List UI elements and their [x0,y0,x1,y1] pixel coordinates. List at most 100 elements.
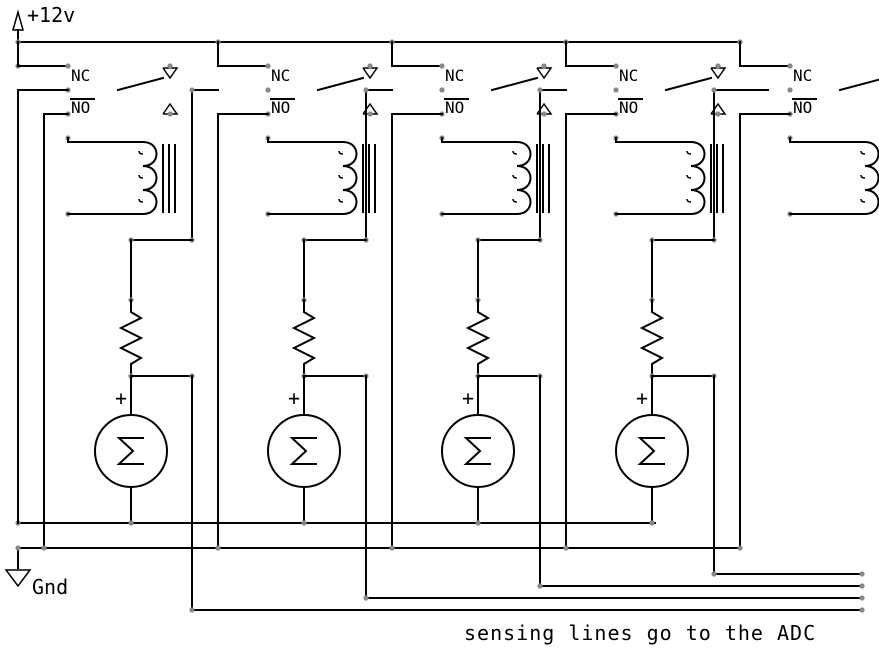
coil-turn [512,174,518,179]
resistor-zigzag [291,299,317,377]
resistor-zigzag [465,299,491,377]
circuit-wiring: NC NO NC NO NC NO NC NO NC NO + + + + [15,39,879,613]
coil-turn [338,174,344,179]
junction-dot [65,63,71,69]
sigma-icon [289,437,317,465]
nc-arrow-icon [362,67,379,80]
switch-arm [664,76,713,92]
coil-turn [686,150,692,155]
coil-turn [860,198,866,203]
no-label: NO [271,98,290,117]
junction-dot [439,63,445,69]
junction-dot [859,607,865,613]
junction-dot [613,87,619,93]
junction-dot [128,520,134,526]
switch-arm [838,78,879,92]
junction-dot [715,63,721,69]
resistor-zigzag [639,299,665,377]
junction-dot [363,87,369,93]
switch-arm [116,76,165,92]
coil-turn [860,174,866,179]
no-label: NO [71,98,90,117]
sensor-circle [267,414,341,488]
coil-lead [67,137,144,143]
junction-dot [367,111,373,117]
junction-dot [15,545,21,551]
coil-turn [512,198,518,203]
nc-label: NC [619,66,638,85]
junction-dot [649,520,655,526]
nc-label: NC [271,66,290,85]
junction-dot [859,571,865,577]
junction-dot [215,545,221,551]
junction-dot [541,63,547,69]
resistor-zigzag [118,299,144,377]
nc-arrow-icon [162,67,179,80]
junction-dot [41,545,47,551]
switch-arm [316,76,365,92]
junction-dot [563,545,569,551]
junction-dot [439,87,445,93]
supply-symbol [12,9,24,43]
sigma-icon [116,437,144,465]
coil-lead [789,137,866,143]
relay-coil [863,140,879,216]
junction-dot [189,87,195,93]
junction-dot [541,111,547,117]
nc-label: NC [445,66,464,85]
relay-coil [141,140,158,216]
junction-dot [367,63,373,69]
sensor-circle [615,414,689,488]
junction-dot [265,87,271,93]
switch-arm [490,76,539,92]
coil-turn [138,150,144,155]
coil-turn [512,150,518,155]
coil-lead [615,137,692,143]
junction-dot [167,111,173,117]
supply-label: +12v [27,3,75,27]
coil-turn [138,174,144,179]
plus-label: + [288,386,300,410]
junction-dot [389,545,395,551]
coil-turn [686,174,692,179]
junction-dot [859,583,865,589]
ground-symbol [4,547,32,588]
nc-label: NC [71,66,90,85]
plus-label: + [636,386,648,410]
plus-label: + [462,386,474,410]
sensor-circle [94,414,168,488]
junction-dot [711,87,717,93]
junction-dot [537,583,543,589]
ground-label: Gnd [32,575,68,599]
sigma-icon [463,437,491,465]
junction-dot [537,87,543,93]
no-label: NO [619,98,638,117]
sensor-circle [441,414,515,488]
nc-label: NC [793,66,812,85]
no-label: NO [445,98,464,117]
junction-dot [189,607,195,613]
junction-dot [613,63,619,69]
junction-dot [265,63,271,69]
sigma-icon [637,437,665,465]
coil-turn [138,198,144,203]
relay-coil [341,140,358,216]
junction-dot [301,520,307,526]
plus-label: + [115,386,127,410]
nc-arrow-icon [536,67,553,80]
junction-dot [737,545,743,551]
coil-turn [860,150,866,155]
junction-dot [787,63,793,69]
caption-text: sensing lines go to the ADC [464,621,816,645]
junction-dot [475,520,481,526]
junction-dot [711,571,717,577]
coil-turn [338,198,344,203]
junction-dot [167,63,173,69]
junction-dot [787,87,793,93]
coil-turn [686,198,692,203]
junction-dot [715,111,721,117]
relay-coil [515,140,532,216]
no-label: NO [793,98,812,117]
coil-turn [338,150,344,155]
